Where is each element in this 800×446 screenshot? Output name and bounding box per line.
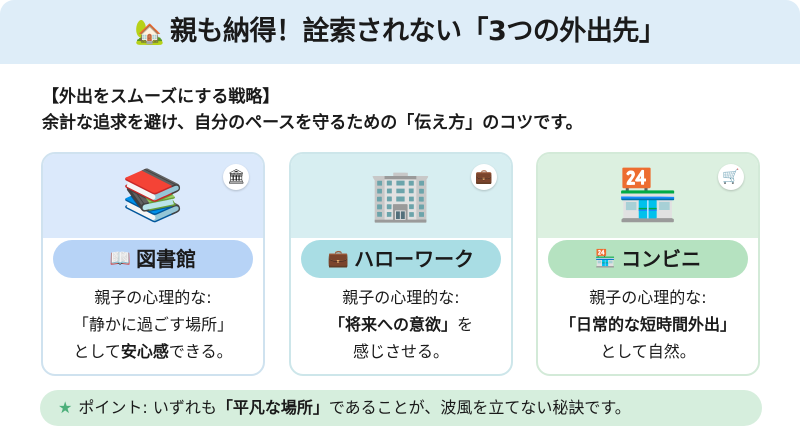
card-label-text: 図書館 [136, 247, 197, 271]
text: できる。 [168, 342, 233, 361]
basket-badge-icon: 🛒 [718, 164, 744, 190]
card-body: 親子の心理的な: 「将来への意欲」を 感じさせる。 [291, 284, 511, 365]
card-label: 💼ハローワーク [301, 240, 501, 278]
intro-heading: 【外出をスムーズにする戦略】 [42, 87, 280, 107]
emphasis: 「日常的な短時間外出」 [559, 315, 736, 334]
card-library: 📚 🏛 📖図書館 親子の心理的な: 「静かに過ごす場所」 として安心感できる。 [41, 152, 265, 376]
intro-text: 余計な追求を避け、自分のペースを守るための「伝え方」のコツです。 [42, 113, 583, 133]
card-body: 親子の心理的な: 「静かに過ごす場所」 として安心感できる。 [43, 284, 263, 365]
point-suffix: であることが、波風を立てない秘訣です。 [328, 398, 631, 417]
card-line: 親子の心理的な: [342, 288, 460, 307]
card-label: 🏪コンビニ [548, 240, 748, 278]
card-label: 📖図書館 [53, 240, 253, 278]
card-convenience-store: 🏪🛒 🏪コンビニ 親子の心理的な: 「日常的な短時間外出」 として自然。 [536, 152, 760, 376]
card-label-text: ハローワーク [354, 247, 475, 271]
convenience-store-icon: 🏪 [616, 166, 680, 224]
open-book-icon: 📖 [109, 249, 132, 269]
star-icon: ★ [58, 398, 73, 417]
card-line: として安心感できる。 [43, 338, 263, 365]
emphasis: 安心感 [120, 342, 169, 361]
card-line: 感じさせる。 [352, 342, 449, 361]
house-icon: 🏡 [134, 18, 165, 46]
card-line: 「日常的な短時間外出」 [538, 311, 758, 338]
intro: 【外出をスムーズにする戦略】 余計な追求を避け、自分のペースを守るための「伝え方… [42, 84, 583, 136]
point-prefix: ポイント: いずれも [78, 398, 217, 417]
emphasis: 「将来への意欲」 [328, 315, 457, 334]
page-header: 🏡 親も納得！詮索されない「3つの外出先」 [0, 0, 800, 64]
books-icon: 📚 [121, 166, 185, 224]
point-banner: ★ ポイント: いずれも 「平凡な場所」 であることが、波風を立てない秘訣です。 [40, 390, 762, 426]
briefcase-badge-icon: 💼 [471, 164, 497, 190]
point-emphasis: 「平凡な場所」 [216, 398, 329, 417]
text: を [457, 315, 474, 334]
card-hello-work: 🏢💼 💼ハローワーク 親子の心理的な: 「将来への意欲」を 感じさせる。 [289, 152, 513, 376]
text: として [73, 342, 121, 361]
card-line: として自然。 [600, 342, 696, 361]
card-line: 「静かに過ごす場所」 [72, 315, 234, 334]
card-line: 親子の心理的な: [94, 288, 212, 307]
card-line: 「将来への意欲」を [291, 311, 511, 338]
card-line: 親子の心理的な: [589, 288, 707, 307]
page-title: 親も納得！詮索されない「3つの外出先」 [170, 16, 666, 47]
card-body: 親子の心理的な: 「日常的な短時間外出」 として自然。 [538, 284, 758, 365]
card-label-text: コンビニ [621, 247, 702, 271]
library-badge-icon: 🏛 [223, 164, 249, 190]
store-icon: 🏪 [594, 249, 617, 269]
briefcase-icon: 💼 [327, 249, 350, 269]
office-building-icon: 🏢 [369, 166, 433, 224]
